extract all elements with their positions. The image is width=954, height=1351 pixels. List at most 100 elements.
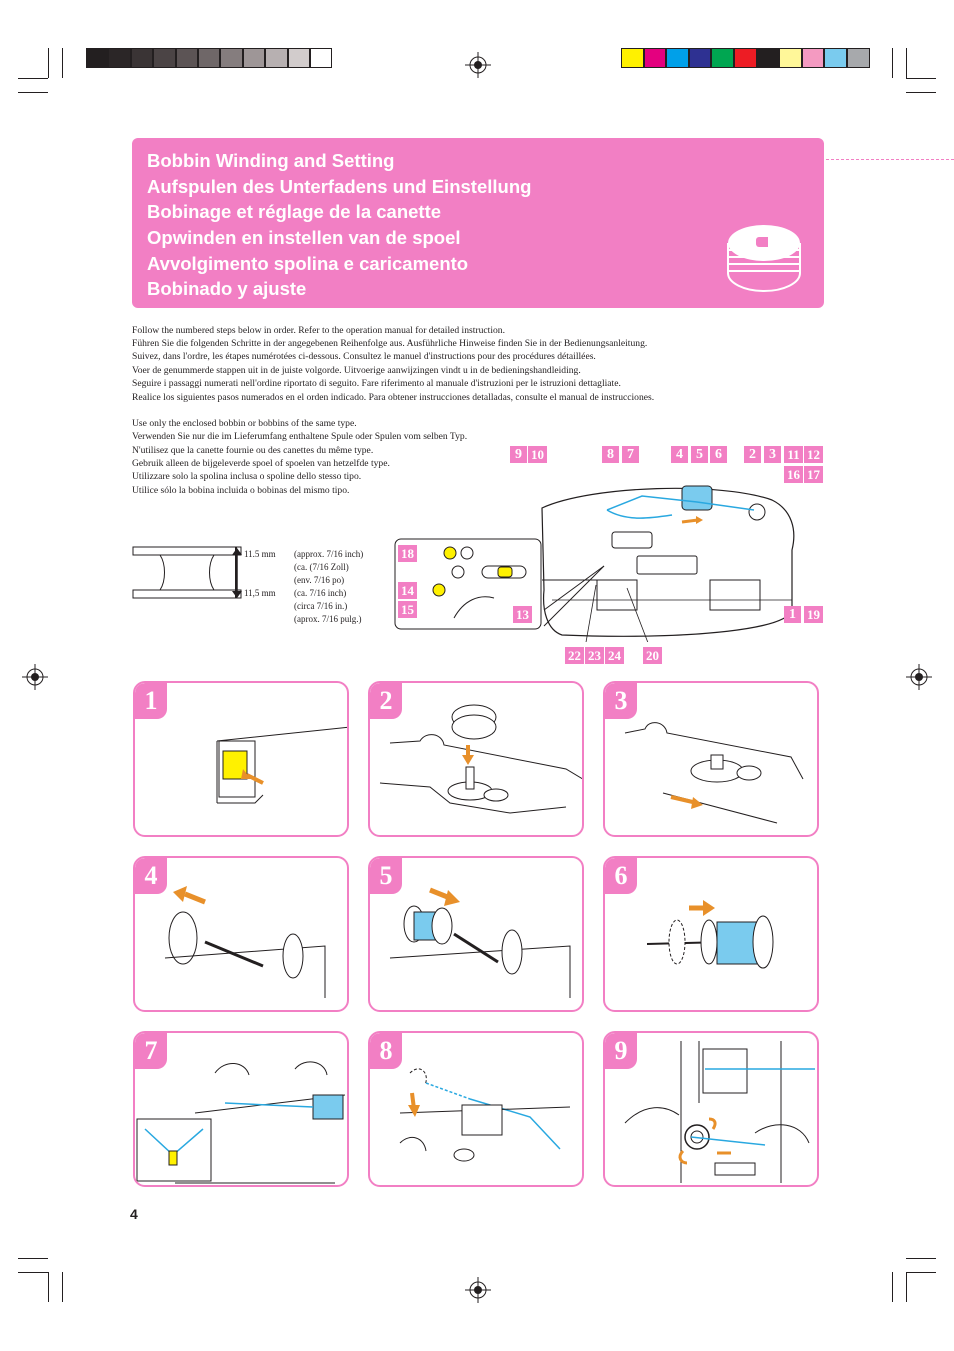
bobbin-icon bbox=[727, 225, 801, 292]
intro-bobbin-es: Utilice sólo la bobina incluida o bobina… bbox=[132, 485, 350, 496]
crop-mark bbox=[906, 1258, 936, 1259]
trim-line bbox=[826, 159, 954, 160]
gray-swatch bbox=[175, 48, 198, 68]
step-number: 9 bbox=[605, 1033, 637, 1069]
crop-mark bbox=[18, 1258, 48, 1259]
spool-cap-attach-illustration bbox=[646, 900, 774, 969]
intro-steps-de: Führen Sie die folgenden Schritte in der… bbox=[132, 338, 648, 349]
callout-16: 16 bbox=[784, 466, 803, 483]
intro-bobbin-fr: N'utilisez que la canette fournie ou des… bbox=[132, 445, 374, 456]
callout-9: 9 bbox=[510, 446, 527, 463]
intro-steps-nl: Voer de genummerde stappen uit in de jui… bbox=[132, 365, 581, 376]
dim-inch-en: (approx. 7/16 inch) bbox=[294, 549, 364, 559]
dim-inch-fr: (env. 7/16 po) bbox=[294, 575, 345, 585]
step-panel-8: 8 bbox=[368, 1031, 584, 1187]
control-panel-inset bbox=[394, 538, 542, 630]
gray-swatch bbox=[130, 48, 154, 68]
registration-mark-icon bbox=[465, 1277, 491, 1303]
intro-steps-it: Seguire i passaggi numerati nell'ordine … bbox=[132, 378, 621, 389]
crop-mark bbox=[18, 92, 48, 93]
crop-mark bbox=[906, 78, 936, 79]
callout-13: 13 bbox=[513, 606, 532, 623]
dim-inch-it: (circa 7/16 in.) bbox=[294, 601, 348, 611]
callout-24: 24 bbox=[605, 647, 624, 664]
step-number: 3 bbox=[605, 683, 637, 719]
crop-mark bbox=[18, 78, 48, 79]
color-swatch bbox=[779, 48, 802, 68]
callout-14: 14 bbox=[398, 582, 417, 599]
title-en: Bobbin Winding and Setting bbox=[147, 150, 395, 171]
step-number: 2 bbox=[370, 683, 402, 719]
crop-mark bbox=[892, 48, 893, 78]
color-swatch bbox=[666, 48, 689, 68]
callout-17: 17 bbox=[804, 466, 823, 483]
callout-22: 22 bbox=[565, 647, 584, 664]
title-es: Bobinado y ajuste bbox=[147, 278, 307, 299]
spool-placement-illustration bbox=[389, 887, 571, 998]
color-swatch bbox=[621, 48, 644, 68]
callout-6: 6 bbox=[710, 446, 727, 463]
crop-mark bbox=[906, 92, 936, 93]
callout-8: 8 bbox=[602, 446, 619, 463]
thread-pretension-illustration bbox=[399, 1068, 571, 1162]
callout-15: 15 bbox=[398, 601, 417, 618]
crop-mark bbox=[18, 1272, 48, 1273]
step-number: 7 bbox=[135, 1033, 167, 1069]
callout-5: 5 bbox=[691, 446, 708, 463]
gray-swatch bbox=[242, 48, 266, 68]
step-number: 4 bbox=[135, 858, 167, 894]
step-panel-5: 5 bbox=[368, 856, 584, 1012]
crop-mark bbox=[48, 48, 49, 78]
callout-3: 3 bbox=[764, 446, 781, 463]
gray-swatch bbox=[265, 48, 288, 68]
intro-steps-fr: Suivez, dans l'ordre, les étapes numérot… bbox=[132, 351, 596, 362]
section-header: Bobbin Winding and Setting Aufspulen des… bbox=[132, 138, 824, 308]
step-panel-9: 9 bbox=[603, 1031, 819, 1187]
callout-18: 18 bbox=[398, 545, 417, 562]
step-panel-4: 4 bbox=[133, 856, 349, 1012]
gray-swatch bbox=[198, 48, 221, 68]
step-number: 8 bbox=[370, 1033, 402, 1069]
crop-mark bbox=[892, 1272, 893, 1302]
color-swatch bbox=[711, 48, 734, 68]
crop-mark bbox=[48, 1272, 49, 1302]
registration-mark-icon bbox=[465, 52, 491, 78]
title-fr: Bobinage et réglage de la canette bbox=[147, 201, 442, 222]
sewing-machine-overview bbox=[541, 485, 795, 642]
dim-inch-es: (aprox. 7/16 pulg.) bbox=[294, 614, 362, 624]
spool-cap-removal-illustration bbox=[164, 886, 326, 998]
step-panel-2: 2 bbox=[368, 681, 584, 837]
color-swatch bbox=[824, 48, 847, 68]
dim-inch-de: (ca. (7/16 Zoll) bbox=[294, 562, 349, 572]
title-it: Avvolgimento spolina e caricamento bbox=[147, 253, 469, 274]
step-number: 5 bbox=[370, 858, 402, 894]
crop-mark bbox=[906, 48, 907, 78]
gray-swatch bbox=[287, 48, 310, 68]
gray-swatch bbox=[108, 48, 131, 68]
callout-11: 11 bbox=[784, 446, 803, 463]
page-number: 4 bbox=[130, 1206, 138, 1222]
callout-23: 23 bbox=[585, 647, 604, 664]
gray-swatch bbox=[86, 48, 109, 68]
callout-10: 10 bbox=[528, 446, 547, 463]
color-swatch bbox=[847, 48, 870, 68]
step-panel-7: 7 bbox=[133, 1031, 349, 1187]
step-panel-6: 6 bbox=[603, 856, 819, 1012]
crop-mark bbox=[62, 48, 63, 78]
intro-bobbin-nl: Gebruik alleen de bijgeleverde spoel of … bbox=[132, 458, 390, 469]
callout-7: 7 bbox=[622, 446, 639, 463]
color-swatch bbox=[801, 48, 825, 68]
gray-swatch bbox=[310, 48, 333, 68]
callout-2: 2 bbox=[744, 446, 761, 463]
step-number: 6 bbox=[605, 858, 637, 894]
callout-19: 19 bbox=[804, 606, 823, 623]
callout-4: 4 bbox=[671, 446, 688, 463]
callout-20: 20 bbox=[643, 647, 662, 664]
title-nl: Opwinden en instellen van de spoel bbox=[147, 227, 461, 248]
bobbin-on-shaft-illustration bbox=[379, 704, 582, 814]
intro-bobbin-de: Verwenden Sie nur die im Lieferumfang en… bbox=[132, 431, 468, 442]
intro-bobbin-it: Utilizzare solo la spolina inclusa o spo… bbox=[132, 471, 362, 482]
intro-steps-es: Realice los siguientes pasos numerados e… bbox=[132, 392, 655, 403]
callout-12: 12 bbox=[804, 446, 823, 463]
gray-swatch bbox=[153, 48, 176, 68]
